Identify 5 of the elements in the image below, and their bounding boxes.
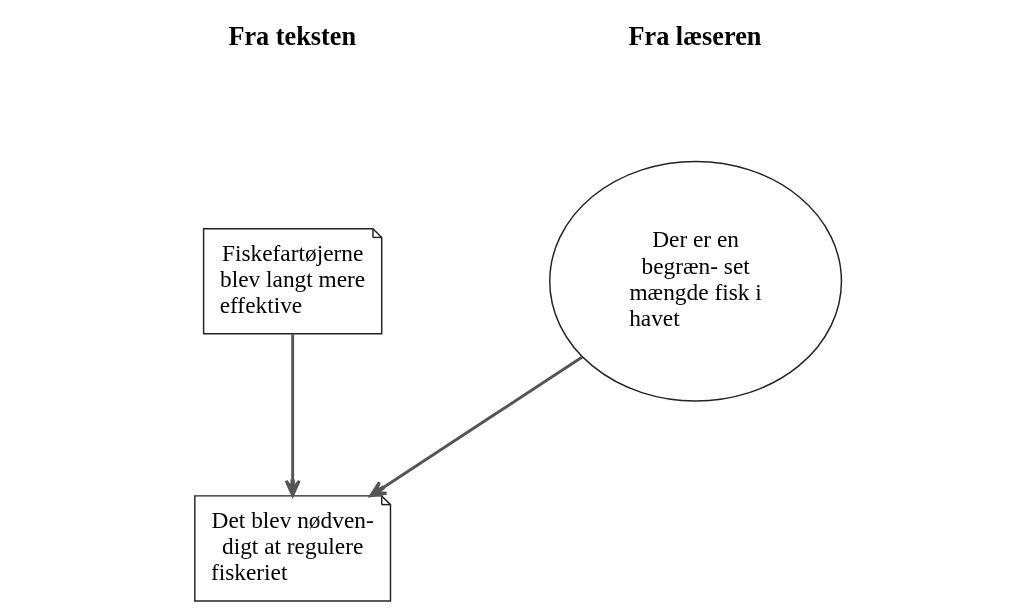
node-ellipse: Der er en begræn- set mængde fisk i havet [549, 160, 843, 402]
label: Fra teksten [228, 22, 357, 52]
arrow [284, 334, 301, 497]
arrow [369, 355, 584, 498]
label: Fra læseren [628, 22, 762, 52]
